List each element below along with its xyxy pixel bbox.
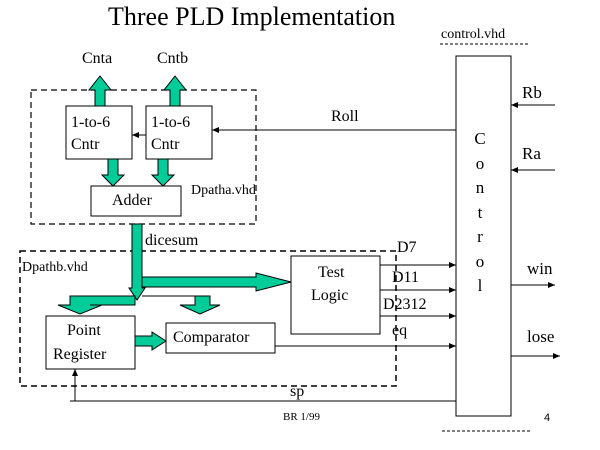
cnta-label: Cnta: [82, 50, 113, 67]
dicesum-label: dicesum: [145, 232, 199, 249]
eq-label: eq: [392, 322, 408, 339]
comparator-box: [165, 322, 276, 354]
sp-label: sp: [290, 383, 305, 400]
test-logic-line2: Logic: [311, 287, 349, 304]
control-file-label: control.vhd: [441, 27, 506, 42]
dicesum-to-test-logic-arrow: [141, 272, 292, 292]
control-label: C o n t r o l: [470, 127, 490, 299]
page-number: 4: [544, 412, 551, 424]
counter-b-to-adder-arrow: [150, 158, 176, 187]
page-title: Three PLD Implementation: [108, 2, 396, 31]
win-label: win: [527, 259, 553, 278]
lose-label: lose: [527, 327, 555, 346]
dicesum-to-comparator-arrow: [142, 295, 221, 315]
test-logic-box: [290, 255, 381, 335]
point-register-to-comparator-arrow: [134, 331, 167, 351]
dpathb-file-label: Dpathb.vhd: [22, 260, 88, 275]
point-register-line2: Register: [53, 346, 107, 363]
test-logic-line1: Test: [318, 264, 345, 281]
adder-label: Adder: [112, 192, 152, 209]
dicesum-bus: [128, 223, 146, 301]
comparator-label: Comparator: [173, 329, 250, 346]
footer-author-date: BR 1/99: [283, 411, 320, 423]
control-letter: C: [474, 129, 486, 148]
control-letter: n: [475, 178, 485, 197]
point-register-line1: Point: [67, 322, 101, 339]
counter-a-line1: 1-to-6: [71, 114, 111, 131]
control-letter: t: [477, 202, 483, 222]
d7-label: D7: [397, 239, 417, 256]
point-register-box: [45, 315, 136, 370]
dicesum-to-point-register-arrow: [57, 295, 136, 315]
dpathb-boundary: [19, 250, 397, 387]
roll-label: Roll: [331, 108, 359, 125]
counter-b-line1: 1-to-6: [151, 114, 191, 131]
dpatha-file-label: Dpatha.vhd: [191, 183, 256, 198]
control-letter: r: [477, 227, 483, 246]
d11-label: D11: [392, 269, 419, 286]
counter-a-box: [65, 105, 133, 160]
counter-a-to-adder-arrow: [100, 158, 126, 187]
control-letter: l: [477, 276, 483, 295]
counter-b-line2: Cntr: [151, 136, 180, 153]
control-letter: o: [475, 153, 485, 173]
counter-a-line2: Cntr: [71, 136, 100, 153]
dpatha-boundary: [30, 89, 257, 225]
control-letter: o: [475, 251, 485, 271]
cntb-label: Cntb: [157, 50, 189, 67]
adder-box: [90, 185, 182, 217]
d2312-label: D2312: [383, 296, 427, 313]
cntb-bus-arrow: [162, 75, 188, 107]
control-box: [455, 55, 512, 417]
rb-label: Rb: [522, 83, 542, 102]
ra-label: Ra: [522, 144, 541, 163]
sp-line: [72, 369, 456, 402]
cnta-bus-arrow: [87, 75, 113, 107]
